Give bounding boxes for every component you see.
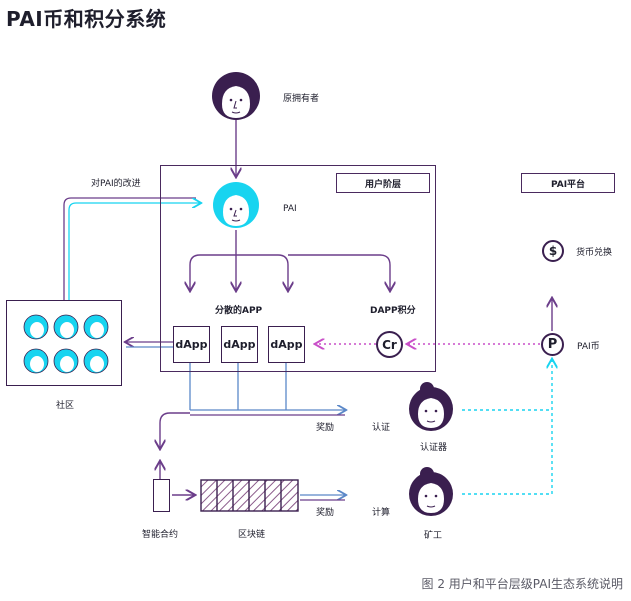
pai-coin-label: PAI币 [577, 342, 600, 352]
cr-coin-icon: Cr [376, 331, 403, 358]
woman-dark-icon-miner [409, 467, 453, 516]
miner-label: 矿工 [424, 531, 443, 541]
dapp-box-2: dApp [221, 326, 258, 363]
dapp-box-1: dApp [173, 326, 210, 363]
blockchain-label: 区块链 [238, 530, 266, 540]
currency-exchange-label: 货币兑换 [576, 248, 613, 258]
pai-label: PAI [283, 204, 297, 214]
user-layer-box [160, 165, 436, 372]
smart-contract-box [153, 479, 170, 512]
distributed-app-label: 分散的APP [215, 306, 263, 316]
person-dark-icon [212, 72, 260, 120]
figure-caption: 图 2 用户和平台层级PAI生态系统说明 [421, 577, 623, 591]
community-box [6, 300, 122, 386]
reward-label-2: 奖励 [316, 508, 335, 518]
woman-dark-icon-verifier [409, 382, 453, 431]
reward-label-1: 奖励 [316, 423, 335, 433]
compute-label: 计算 [372, 508, 391, 518]
dollar-coin-icon: $ [542, 240, 564, 262]
community-people-icon [23, 314, 109, 374]
page-title: PAI币和积分系统 [6, 7, 167, 31]
community-label: 社区 [56, 401, 75, 411]
improve-pai-label: 对PAI的改进 [91, 179, 141, 189]
person-cyan-icon [213, 182, 259, 228]
blockchain-blocks [200, 479, 299, 512]
dapp-points-label: DAPP积分 [370, 306, 416, 316]
pai-coin-icon: P [541, 333, 564, 356]
verify-label: 认证 [372, 423, 391, 433]
dapp-box-3: dApp [268, 326, 305, 363]
original-owner-label: 原拥有者 [283, 94, 320, 104]
smart-contract-label: 智能合约 [142, 530, 179, 540]
pai-platform-tag: PAI平台 [521, 173, 615, 193]
user-layer-tag: 用户阶层 [336, 173, 430, 193]
verifier-label: 认证器 [420, 443, 448, 453]
